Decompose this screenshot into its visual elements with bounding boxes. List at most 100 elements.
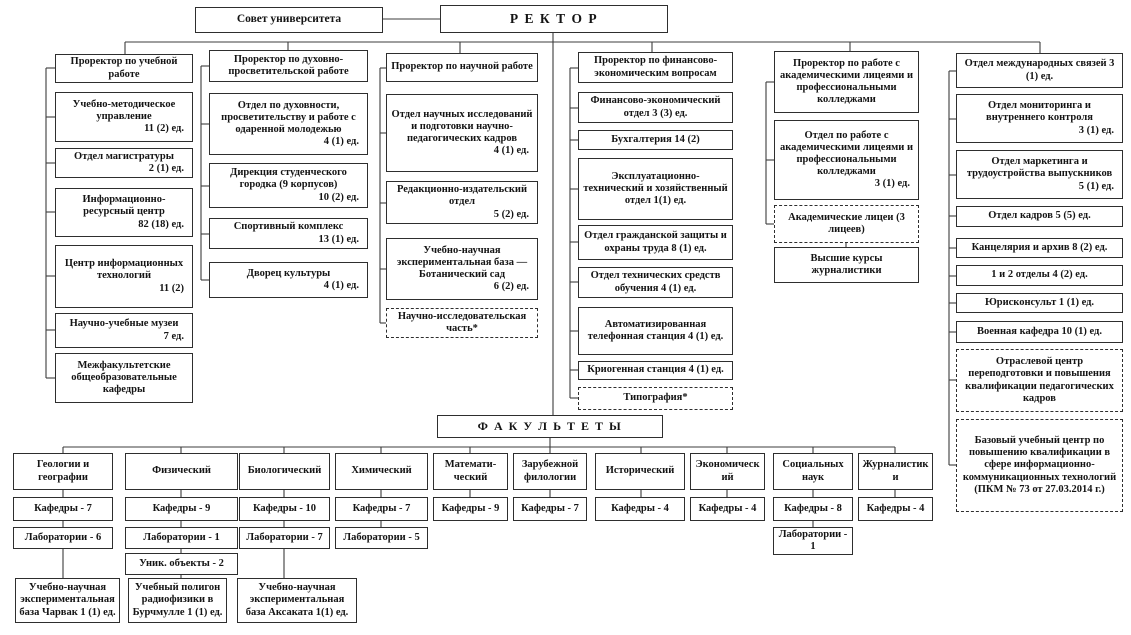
accounting-box: Бухгалтерия 14 (2) [578, 130, 733, 150]
box-label: Отдел магистратуры [74, 150, 174, 162]
retraining-center-box: Отраслевой центр переподготовки и повыше… [956, 349, 1123, 412]
info-resource-center-box: Информационно-ресурсный центр 82 (18) ед… [55, 188, 193, 237]
chancellery-box: Канцелярия и архив 8 (2) ед. [956, 238, 1123, 258]
box-count: 11 (2) ед. [144, 123, 184, 135]
vice-rector-spiritual-box: Проректор по духовно-просветительской ра… [209, 50, 368, 82]
box-label: Отдел по работе с академическими лицеями… [779, 129, 914, 178]
legal-counsel-box: Юрисконсульт 1 (1) ед. [956, 293, 1123, 313]
vice-rector-academic-box: Проректор по учебной работе [55, 54, 193, 83]
faculty-geology-box: Геологии и географии [13, 453, 113, 490]
faculty-social-sciences-labs-box: Лаборатории - 1 [773, 527, 853, 555]
museums-box: Научно-учебные музеи 7 ед. [55, 313, 193, 348]
academic-lyceums-box: Академические лицеи (3 лицеев) [774, 205, 919, 243]
box-label: Отдел научных исследований и подготовки … [391, 108, 533, 144]
spirituality-dept-box: Отдел по духовности, просветительству и … [209, 93, 368, 155]
box-label: Информационно-ресурсный центр [82, 194, 166, 218]
faculty-chemistry-chairs-box: Кафедры - 7 [335, 497, 428, 521]
box-label: Отдел мониторинга и внутреннего контроля [986, 100, 1093, 124]
finance-dept-box: Финансово-экономический отдел 3 (3) ед. [578, 92, 733, 123]
charvak-base-box: Учебно-научная экспериментальная база Ча… [15, 578, 120, 623]
aksakata-base-box: Учебно-научная экспериментальная база Ак… [237, 578, 357, 623]
military-chair-box: Военная кафедра 10 (1) ед. [956, 321, 1123, 343]
ict-training-center-box: Базовый учебный центр по повышению квали… [956, 419, 1123, 512]
box-label: Отдел маркетинга и трудоустройства выпус… [966, 156, 1113, 180]
box-label: Спортивный комплекс [233, 221, 344, 233]
box-label: Научно-учебные музеи [69, 318, 179, 330]
burchmulla-polygon-box: Учебный полигон радиофизики в Бурчмулле … [128, 578, 227, 623]
box-label: Центр информационных технологий [64, 258, 184, 282]
faculty-physics-chairs-box: Кафедры - 9 [125, 497, 238, 521]
phone-station-box: Автоматизированная телефонная станция 4 … [578, 307, 733, 355]
rector-box: Р Е К Т О Р [440, 5, 668, 33]
faculty-math-box: Математи-ческий [433, 453, 508, 490]
research-training-dept-box: Отдел научных исследований и подготовки … [386, 94, 538, 172]
sports-complex-box: Спортивный комплекс 13 (1) ед. [209, 218, 368, 249]
first-second-depts-box: 1 и 2 отделы 4 (2) ед. [956, 265, 1123, 286]
faculty-foreign-philology-box: Зарубежной филологии [513, 453, 587, 490]
box-count: 11 (2) [159, 282, 184, 294]
faculty-economics-chairs-box: Кафедры - 4 [690, 497, 765, 521]
faculty-chemistry-box: Химический [335, 453, 428, 490]
research-part-box: Научно-исследовательская часть* [386, 308, 538, 338]
publishing-dept-box: Редакционно-издательский отдел 5 (2) ед. [386, 181, 538, 224]
box-count: 5 (1) ед. [1078, 180, 1114, 192]
faculty-social-sciences-chairs-box: Кафедры - 8 [773, 497, 853, 521]
teaching-aids-box: Отдел технических средств обучения 4 (1)… [578, 267, 733, 298]
faculty-journalism-box: Журналистики [858, 453, 933, 490]
edu-methodical-dept-box: Учебно-методическое управление 11 (2) ед… [55, 92, 193, 142]
faculty-biology-chairs-box: Кафедры - 10 [239, 497, 330, 521]
culture-palace-box: Дворец культуры 4 (1) ед. [209, 262, 368, 298]
faculty-math-chairs-box: Кафедры - 9 [433, 497, 508, 521]
box-count: 2 (1) ед. [148, 163, 184, 174]
hr-dept-box: Отдел кадров 5 (5) ед. [956, 206, 1123, 227]
maintenance-dept-box: Эксплуатационно-технический и хозяйствен… [578, 158, 733, 220]
box-count: 3 (1) ед. [1078, 124, 1114, 136]
faculty-history-box: Исторический [595, 453, 685, 490]
faculty-foreign-philology-chairs-box: Кафедры - 7 [513, 497, 587, 521]
marketing-dept-box: Отдел маркетинга и трудоустройства выпус… [956, 150, 1123, 199]
box-label: Учебно-методическое управление [72, 98, 176, 122]
faculty-chemistry-labs-box: Лаборатории - 5 [335, 527, 428, 549]
journalism-courses-box: Высшие курсы журналистики [774, 247, 919, 283]
monitoring-dept-box: Отдел мониторинга и внутреннего контроля… [956, 94, 1123, 143]
faculty-physics-box: Физический [125, 453, 238, 490]
printing-house-box: Типография* [578, 387, 733, 410]
faculty-social-sciences-box: Социальных наук [773, 453, 853, 490]
box-count: 6 (2) ед. [493, 281, 529, 293]
international-dept-box: Отдел международных связей 3 (1) ед. [956, 53, 1123, 88]
faculty-biology-labs-box: Лаборатории - 7 [239, 527, 330, 549]
magistracy-dept-box: Отдел магистратуры 2 (1) ед. [55, 148, 193, 178]
faculty-economics-box: Экономический [690, 453, 765, 490]
box-label: Редакционно-издательский отдел [396, 184, 528, 208]
cryogenic-station-box: Криогенная станция 4 (1) ед. [578, 361, 733, 380]
vice-rector-lyceums-box: Проректор по работе с академическими лиц… [774, 51, 919, 113]
box-label: Учебно-научная экспериментальная база — … [396, 244, 528, 280]
box-label: Отдел по духовности, просветительству и … [221, 99, 356, 135]
faculty-history-chairs-box: Кафедры - 4 [595, 497, 685, 521]
campus-directorate-box: Дирекция студенческого городка (9 корпус… [209, 163, 368, 208]
faculties-banner: Ф А К У Л Ь Т Е Т Ы [437, 415, 663, 438]
university-council-box: Совет университета [195, 7, 383, 33]
faculty-geology-chairs-box: Кафедры - 7 [13, 497, 113, 521]
lyceums-dept-box: Отдел по работе с академическими лицеями… [774, 120, 919, 200]
civil-defense-box: Отдел гражданской защиты и охраны труда … [578, 225, 733, 260]
vice-rector-finance-box: Проректор по финансово-экономическим воп… [578, 52, 733, 83]
faculty-biology-box: Биологический [239, 453, 330, 490]
box-count: 4 (1) ед. [493, 145, 529, 157]
interfaculty-chairs-box: Межфакультетские общеобразовательные каф… [55, 353, 193, 403]
faculty-physics-labs-box: Лаборатории - 1 [125, 527, 238, 549]
box-label: Дирекция студенческого городка (9 корпус… [230, 167, 347, 191]
box-label: Дворец культуры [246, 267, 331, 279]
vice-rector-science-box: Проректор по научной работе [386, 53, 538, 82]
box-count: 4 (1) ед. [323, 136, 359, 148]
box-count: 4 (1) ед. [323, 280, 359, 291]
faculty-journalism-chairs-box: Кафедры - 4 [858, 497, 933, 521]
faculty-physics-unique-objects-box: Уник. объекты - 2 [125, 553, 238, 575]
box-count: 13 (1) ед. [318, 233, 359, 245]
box-count: 3 (1) ед. [874, 178, 910, 190]
box-count: 7 ед. [163, 330, 184, 342]
it-center-box: Центр информационных технологий 11 (2) [55, 245, 193, 308]
box-count: 82 (18) ед. [138, 218, 184, 230]
